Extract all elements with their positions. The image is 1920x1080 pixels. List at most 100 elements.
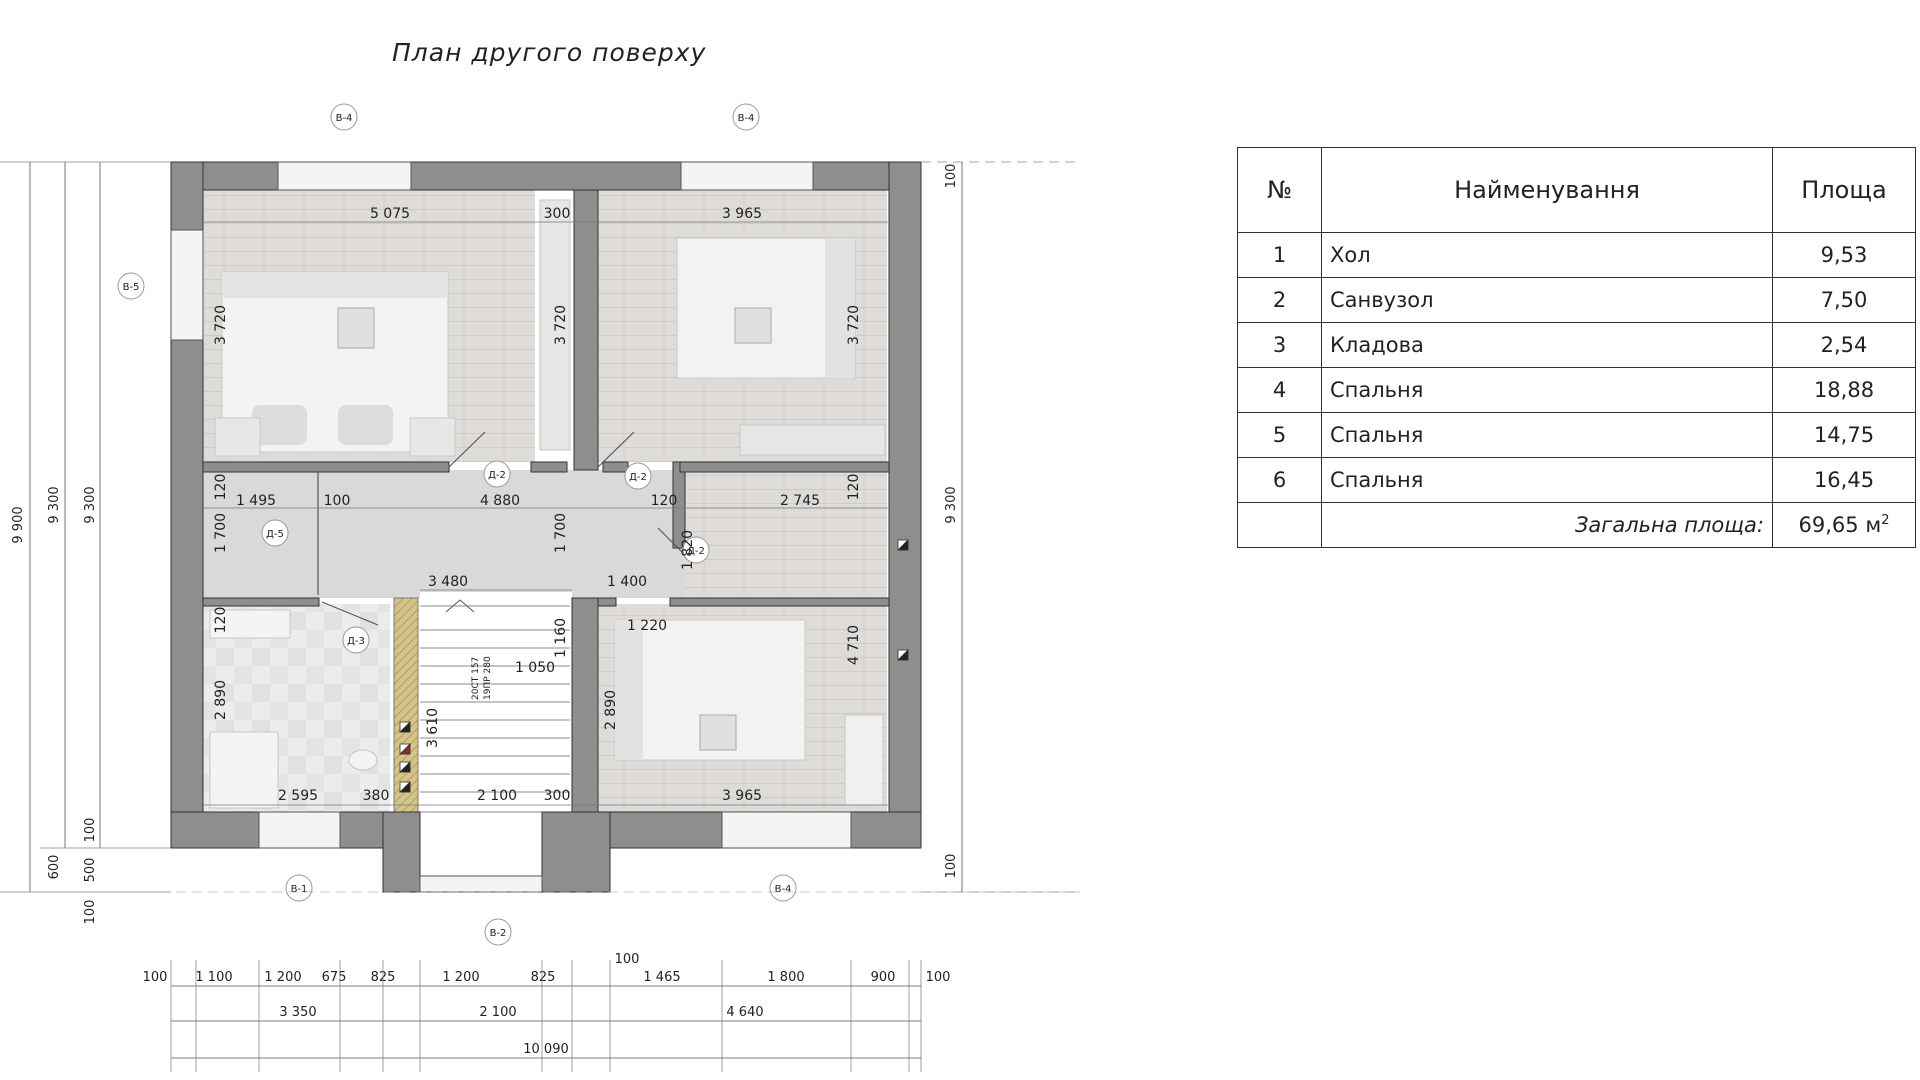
total-value-cell: 69,65 м2: [1772, 502, 1916, 548]
total-value: 69,65: [1798, 513, 1859, 537]
header-num: №: [1237, 147, 1322, 233]
bed-left: [214, 271, 456, 457]
dim-chain-3: 675: [322, 970, 347, 985]
door-tag-label: Д-5: [266, 529, 284, 540]
dim-right-bot100: 100: [944, 854, 959, 879]
table-row: 4 Спальня 18,88: [1237, 367, 1916, 413]
dim-chain2-1: 2 100: [479, 1005, 516, 1020]
stair-note-2: 19ПР 280: [483, 656, 493, 700]
dim-bedroom-left-width: 5 075: [370, 206, 410, 222]
table-total-row: Загальна площа: 69,65 м2: [1237, 502, 1916, 548]
dim-chain2-0: 3 350: [279, 1005, 316, 1020]
dim-hall-left: 1 495: [236, 493, 276, 509]
row-num: 6: [1237, 457, 1322, 503]
floor-plan: 20СТ 157 19ПР 280: [0, 103, 1080, 1072]
row-name: Хол: [1321, 232, 1773, 278]
left-dims: 9 900 9 300 9 300 100 600 500 100: [0, 161, 171, 924]
row-name: Спальня: [1321, 412, 1773, 458]
dim-mid-height: 3 720: [553, 305, 569, 345]
dim-chain-2: 1 200: [264, 970, 301, 985]
right-dims: 100 9 300 100: [921, 161, 1080, 893]
row-area: 7,50: [1772, 277, 1916, 323]
total-unit-sup: 2: [1881, 513, 1890, 528]
bathroom-fixtures: [209, 609, 378, 809]
row-name: Санвузол: [1321, 277, 1773, 323]
row-num: 3: [1237, 322, 1322, 368]
total-unit: м: [1865, 513, 1882, 537]
staircase: 20СТ 157 19ПР 280: [393, 597, 570, 813]
window-tag-label: В-2: [490, 928, 507, 939]
dim-stair-3610: 3 610: [425, 708, 441, 748]
dim-bath-120: 120: [213, 607, 229, 634]
table-header-row: № Найменування Площа: [1237, 147, 1916, 233]
dim-hall-120-right: 120: [846, 474, 862, 501]
dim-hall-right: 2 745: [780, 493, 820, 509]
dim-chain-10: 900: [871, 970, 896, 985]
windows: [170, 161, 852, 893]
window-tag-label: В-5: [123, 282, 140, 293]
dim-chain-8: 1 465: [643, 970, 680, 985]
plan-title: План другого поверху: [392, 38, 707, 67]
wardrobe-left: [539, 199, 571, 451]
bed-right: [676, 237, 886, 456]
window-tag-label: В-1: [291, 884, 308, 895]
dim-chain-7: 100: [615, 952, 640, 967]
dim-bedroom-right-width: 3 965: [722, 206, 762, 222]
walls: [170, 161, 922, 893]
dim-wall-300: 300: [544, 206, 571, 222]
row-area: 2,54: [1772, 322, 1916, 368]
dim-stair-1050: 1 050: [515, 660, 555, 676]
doors: [317, 431, 691, 626]
door-tag-label: Д-2: [629, 472, 647, 483]
window-tag-label: В-4: [336, 113, 353, 124]
dim-bottom-300: 300: [544, 788, 571, 804]
dim-chain-11: 100: [926, 970, 951, 985]
dim-hall-1700-mid: 1 700: [553, 513, 569, 553]
dim-left-b: 9 300: [83, 486, 98, 523]
door-tag-label: Д-3: [347, 636, 365, 647]
dim-chain2-2: 4 640: [726, 1005, 763, 1020]
row-num: 2: [1237, 277, 1322, 323]
header-area: Площа: [1772, 147, 1916, 233]
dim-chain-0: 100: [143, 970, 168, 985]
door-tag-label: Д-2: [488, 470, 506, 481]
dim-hall-main: 4 880: [480, 493, 520, 509]
row-area: 9,53: [1772, 232, 1916, 278]
top-dims: 5 075 300 3 965: [203, 206, 889, 223]
door-tag-2: Д-5: [261, 519, 289, 547]
bed-bottom: [614, 619, 884, 806]
bedroom-lower-floor: [685, 470, 887, 598]
dim-hall-1820: 1 820: [680, 530, 696, 570]
dim-hall-120: 120: [651, 493, 678, 509]
dim-right-mid: 9 300: [944, 486, 959, 523]
dim-stair-1160: 1 160: [553, 618, 569, 658]
dim-stair-3480: 3 480: [428, 574, 468, 590]
stair-note-1: 20СТ 157: [471, 657, 481, 700]
table-row: 2 Санвузол 7,50: [1237, 277, 1916, 323]
dim-hall-1700-left: 1 700: [213, 513, 229, 553]
door-tag-3: Д-2: [682, 536, 710, 564]
row-num: 5: [1237, 412, 1322, 458]
row-name: Спальня: [1321, 457, 1773, 503]
dim-left-height: 3 720: [213, 305, 229, 345]
dim-left-100: 100: [83, 818, 98, 843]
window-tag-3: В-1: [285, 874, 313, 902]
row-area: 16,45: [1772, 457, 1916, 503]
window-tag-label: В-4: [775, 884, 792, 895]
rooms-table: № Найменування Площа 1 Хол 9,53 2 Санвуз…: [1237, 147, 1916, 548]
dim-hall-120-left: 120: [213, 474, 229, 501]
row-name: Кладова: [1321, 322, 1773, 368]
row-num: 4: [1237, 367, 1322, 413]
dim-br-4710: 4 710: [846, 625, 862, 665]
total-empty: [1237, 502, 1322, 548]
dim-stair-1400: 1 400: [607, 574, 647, 590]
table-row: 5 Спальня 14,75: [1237, 412, 1916, 458]
window-tag-4: В-2: [484, 918, 512, 946]
stair-markers: [399, 539, 909, 793]
row-name: Спальня: [1321, 367, 1773, 413]
door-tag-0: Д-2: [483, 460, 511, 488]
dim-bath-2890: 2 890: [213, 680, 229, 720]
